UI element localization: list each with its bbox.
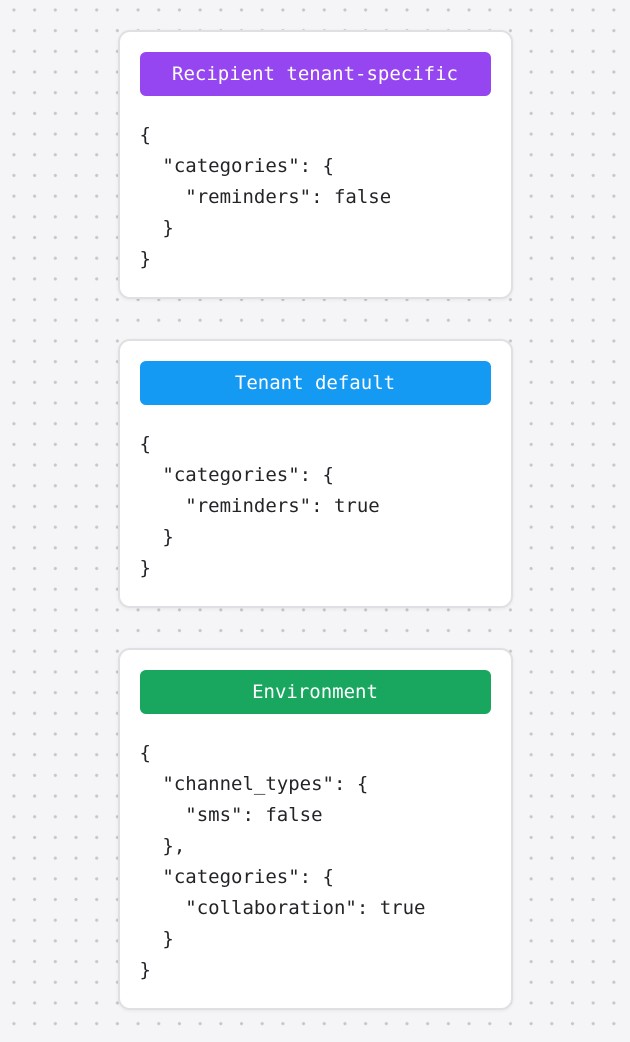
badge-tenant-default: Tenant default [139, 361, 491, 405]
badge-environment: Environment [139, 670, 491, 714]
code-block-environment: { "channel_types": { "sms": false }, "ca… [139, 742, 426, 981]
card-tenant-default: Tenant default { "categories": { "remind… [117, 339, 513, 608]
badge-recipient-tenant-specific: Recipient tenant-specific [139, 52, 491, 96]
code-block-tenant-default: { "categories": { "reminders": true } } [139, 433, 380, 579]
cards-column: Recipient tenant-specific { "categories"… [117, 0, 513, 1010]
code-block-recipient-tenant-specific: { "categories": { "reminders": false } } [139, 124, 392, 270]
card-environment: Environment { "channel_types": { "sms": … [117, 648, 513, 1010]
card-recipient-tenant-specific: Recipient tenant-specific { "categories"… [117, 30, 513, 299]
